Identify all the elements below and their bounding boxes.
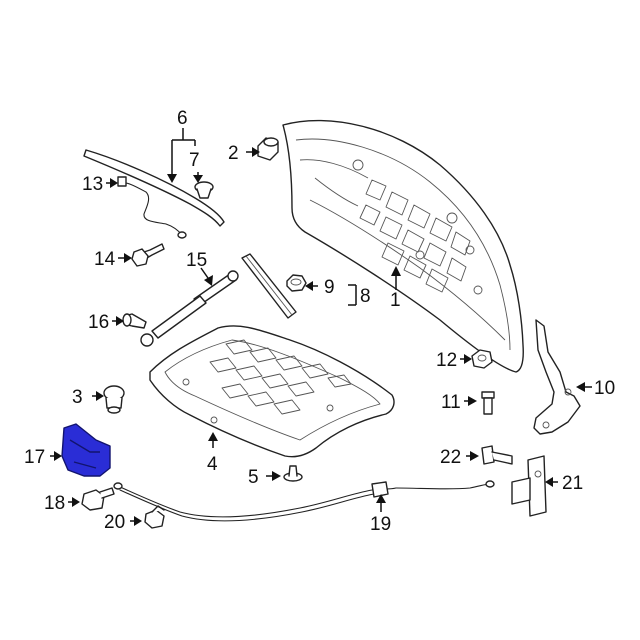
callout-15: 15	[186, 250, 207, 271]
striker-bracket[interactable]	[511, 455, 547, 517]
callout-18: 18	[44, 493, 65, 514]
bolt-18[interactable]	[81, 487, 115, 511]
callout-2: 2	[228, 143, 239, 164]
bolt-22[interactable]	[481, 445, 513, 465]
weatherstrip-seal[interactable]	[83, 149, 225, 227]
release-cable[interactable]	[113, 480, 495, 522]
callout-7: 7	[189, 150, 200, 171]
bumper-stop[interactable]	[257, 137, 279, 161]
leader-lines	[50, 128, 592, 526]
callout-20: 20	[104, 512, 125, 533]
callout-17: 17	[24, 447, 45, 468]
front-seal-strip[interactable]	[241, 253, 297, 319]
callout-11: 11	[441, 392, 461, 413]
push-pin-retainer[interactable]	[194, 181, 214, 199]
hood-panel[interactable]	[282, 119, 524, 373]
hood-insulator[interactable]	[149, 325, 395, 458]
push-pin-5[interactable]	[283, 465, 303, 482]
gas-strut[interactable]	[140, 270, 239, 347]
seal-clip[interactable]	[286, 274, 307, 292]
nut-12[interactable]	[471, 349, 493, 369]
bolt-11[interactable]	[481, 391, 495, 415]
callout-21: 21	[562, 473, 583, 494]
hood-hinge[interactable]	[533, 319, 581, 435]
callout-19: 19	[370, 514, 391, 535]
callout-4: 4	[207, 454, 218, 475]
callout-9: 9	[324, 277, 335, 298]
callout-8: 8	[360, 286, 371, 307]
callout-1: 1	[390, 290, 401, 311]
callout-12: 12	[436, 350, 457, 371]
callout-3: 3	[72, 387, 83, 408]
bolt-16[interactable]	[122, 313, 147, 329]
callout-labels: 1 2 3 4 5 6 7 8 9 10 11 12 13 14 15 16 1…	[24, 108, 615, 535]
callout-6: 6	[177, 108, 188, 129]
hood-latch[interactable]	[61, 423, 111, 477]
callout-22: 22	[440, 447, 461, 468]
hood-prop-cable[interactable]	[117, 176, 187, 239]
bumper-3[interactable]	[103, 385, 125, 414]
callout-16: 16	[88, 312, 109, 333]
bolt-14[interactable]	[131, 243, 165, 267]
callout-13: 13	[82, 174, 103, 195]
bolt-20[interactable]	[144, 505, 165, 529]
callout-14: 14	[94, 249, 116, 270]
callout-5: 5	[248, 467, 259, 488]
callout-10: 10	[594, 378, 615, 399]
